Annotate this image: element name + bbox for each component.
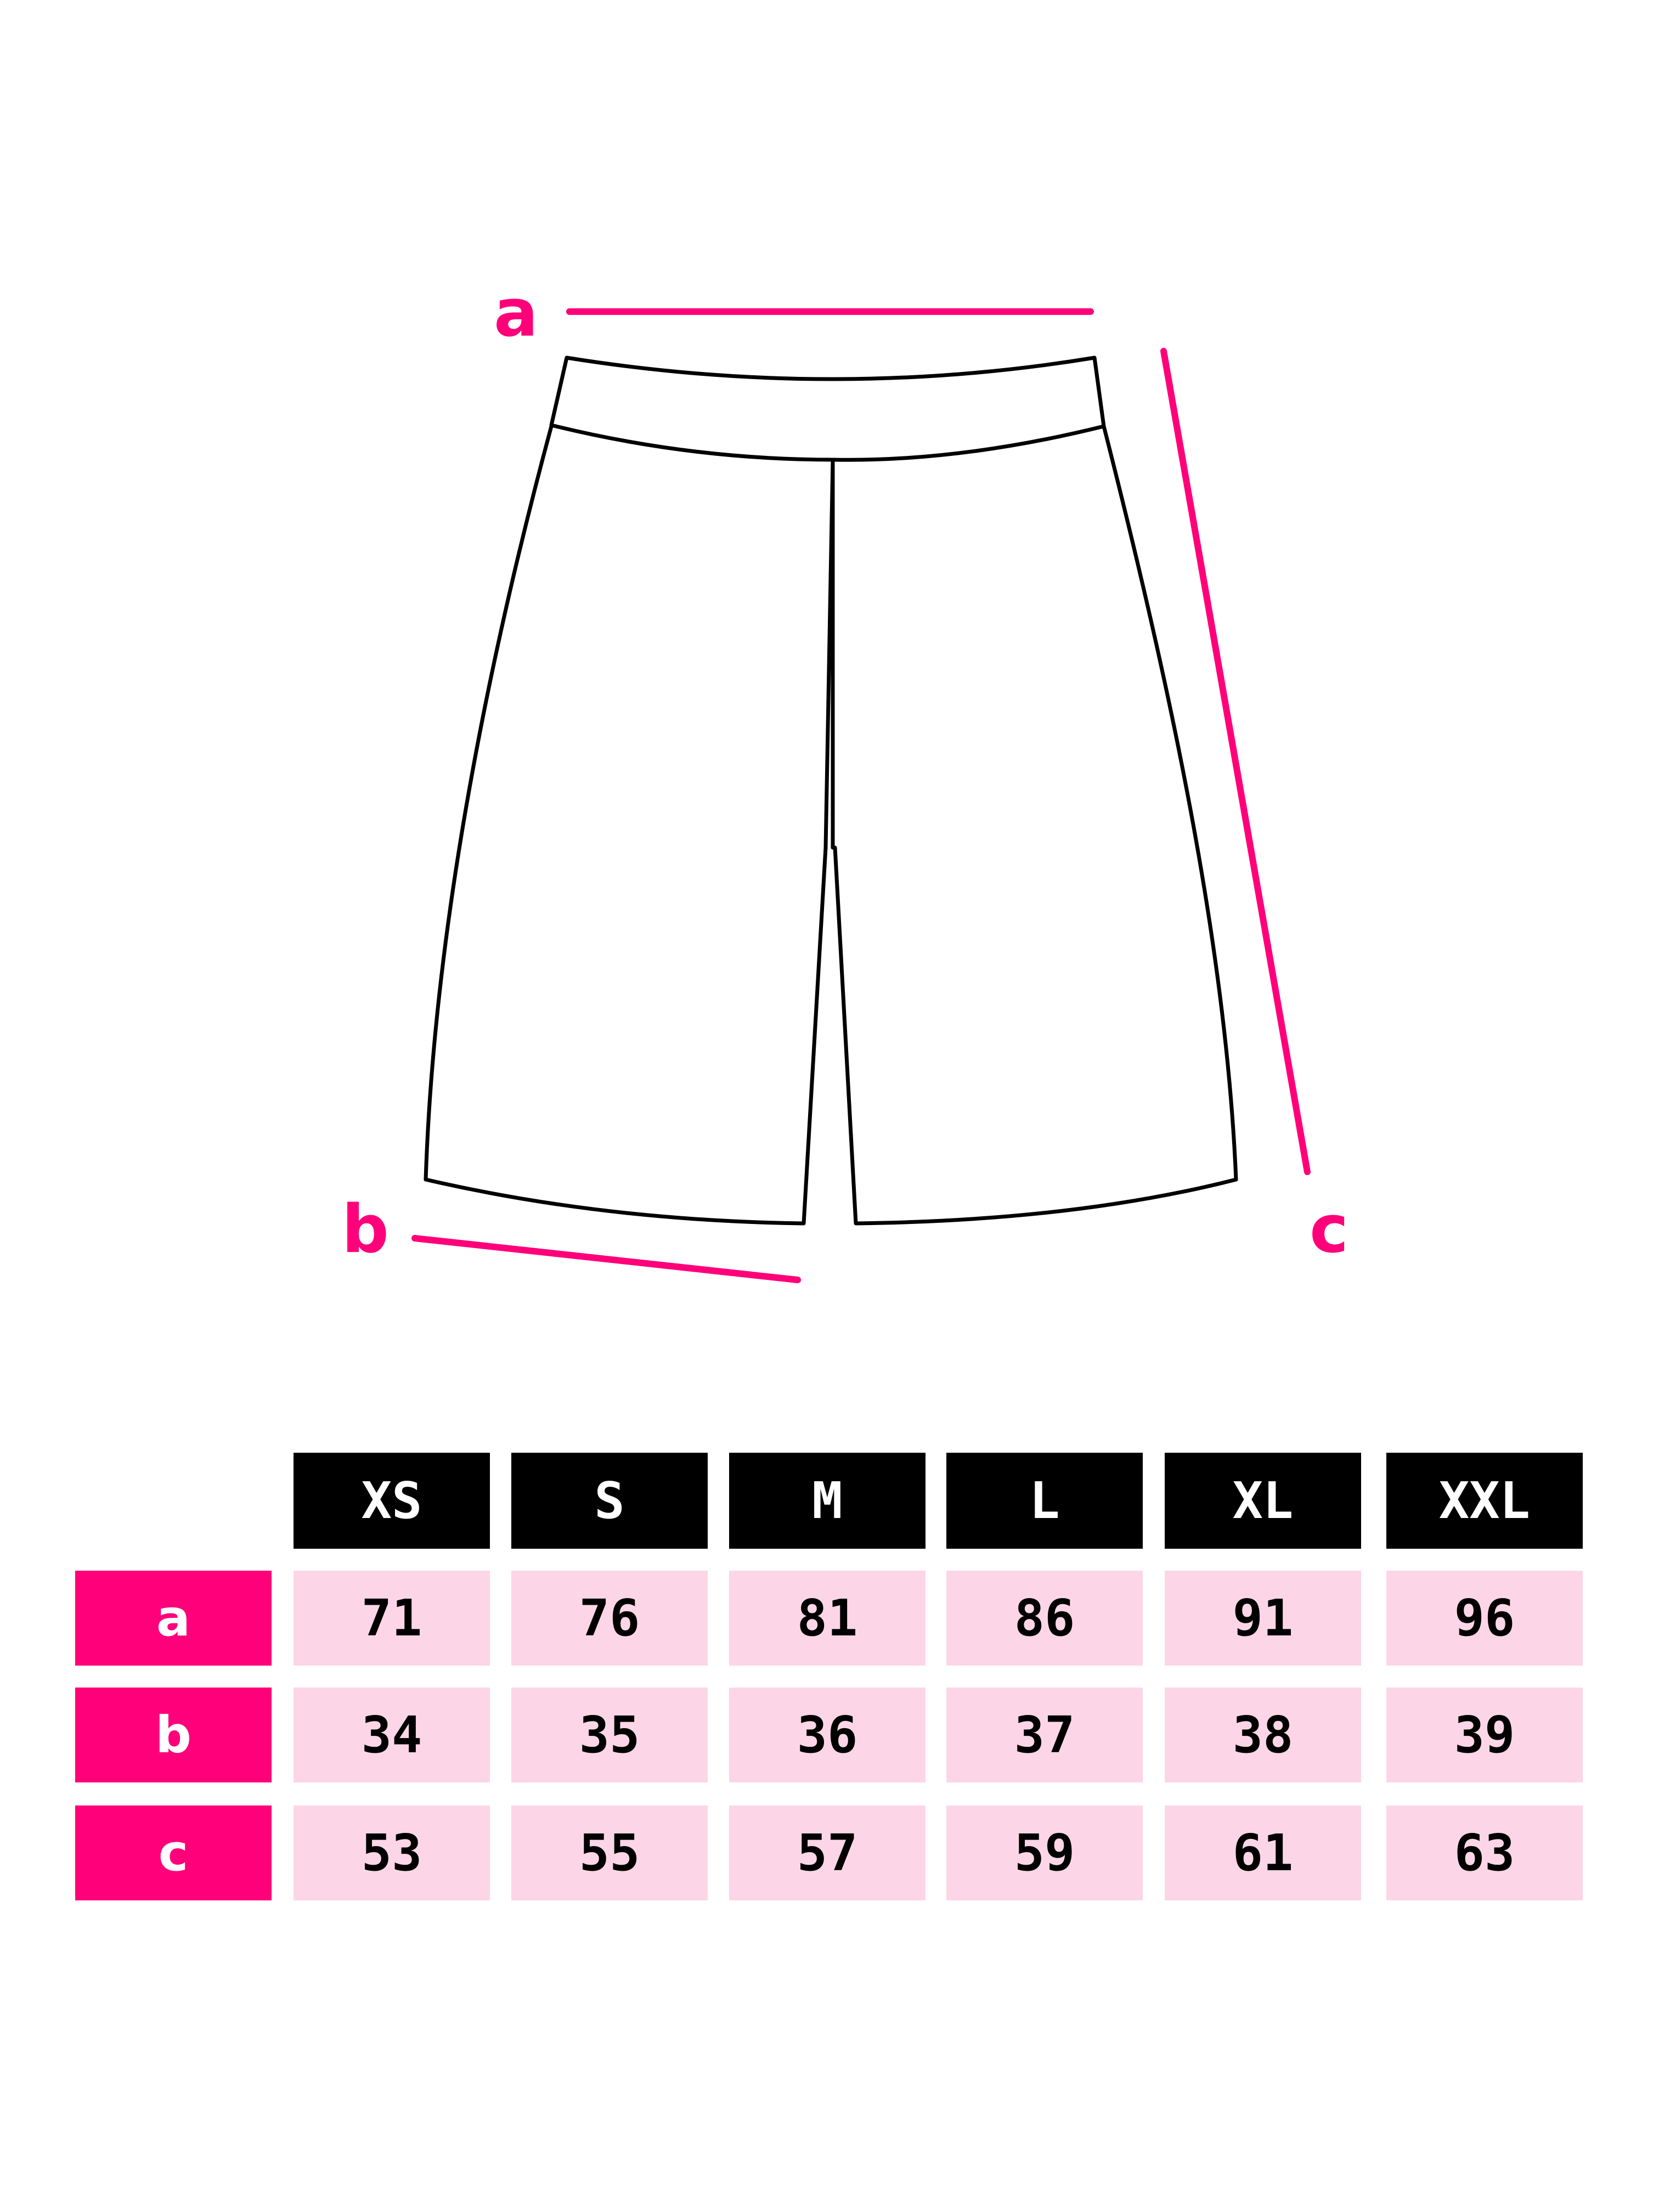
value-cell-a-m: 81 <box>729 1571 926 1666</box>
row-label-b: b <box>75 1688 272 1782</box>
size-header-xs: XS <box>294 1453 490 1549</box>
value-cell-a-xs: 71 <box>294 1571 490 1666</box>
value-cell-a-l: 86 <box>946 1571 1143 1666</box>
left-leg <box>424 424 835 1226</box>
size-header-s: S <box>511 1453 708 1549</box>
row-label-a: a <box>75 1571 272 1666</box>
shorts-diagram: a b c <box>342 275 1348 1283</box>
value-cell-a-s: 76 <box>511 1571 708 1666</box>
waistband <box>549 356 1106 462</box>
label-b: b <box>342 1192 389 1268</box>
value-cell-a-xl: 91 <box>1165 1571 1361 1666</box>
label-c: c <box>1310 1192 1348 1268</box>
value-cell-a-xxl: 96 <box>1386 1571 1583 1666</box>
value-cell-b-m: 36 <box>729 1688 926 1782</box>
label-a: a <box>494 275 538 352</box>
value-cell-c-l: 59 <box>946 1805 1143 1900</box>
value-cell-b-s: 35 <box>511 1688 708 1782</box>
value-cell-c-s: 55 <box>511 1805 708 1900</box>
value-cell-c-xxl: 63 <box>1386 1805 1583 1900</box>
dimension-line-c <box>1160 348 1311 1175</box>
size-header-m: M <box>729 1453 926 1549</box>
value-cell-b-xl: 38 <box>1165 1688 1361 1782</box>
value-cell-b-xxl: 39 <box>1386 1688 1583 1782</box>
size-header-xl: XL <box>1165 1453 1361 1549</box>
row-label-c: c <box>75 1805 272 1900</box>
value-cell-c-m: 57 <box>729 1805 926 1900</box>
value-cell-c-xs: 53 <box>294 1805 490 1900</box>
value-cell-b-l: 37 <box>946 1688 1143 1782</box>
right-leg <box>833 424 1238 1226</box>
shorts-outline <box>424 356 1238 1226</box>
size-header-xxl: XXL <box>1386 1453 1583 1549</box>
value-cell-b-xs: 34 <box>294 1688 490 1782</box>
value-cell-c-xl: 61 <box>1165 1805 1361 1900</box>
dimension-line-b <box>411 1235 801 1283</box>
size-header-l: L <box>946 1453 1143 1549</box>
